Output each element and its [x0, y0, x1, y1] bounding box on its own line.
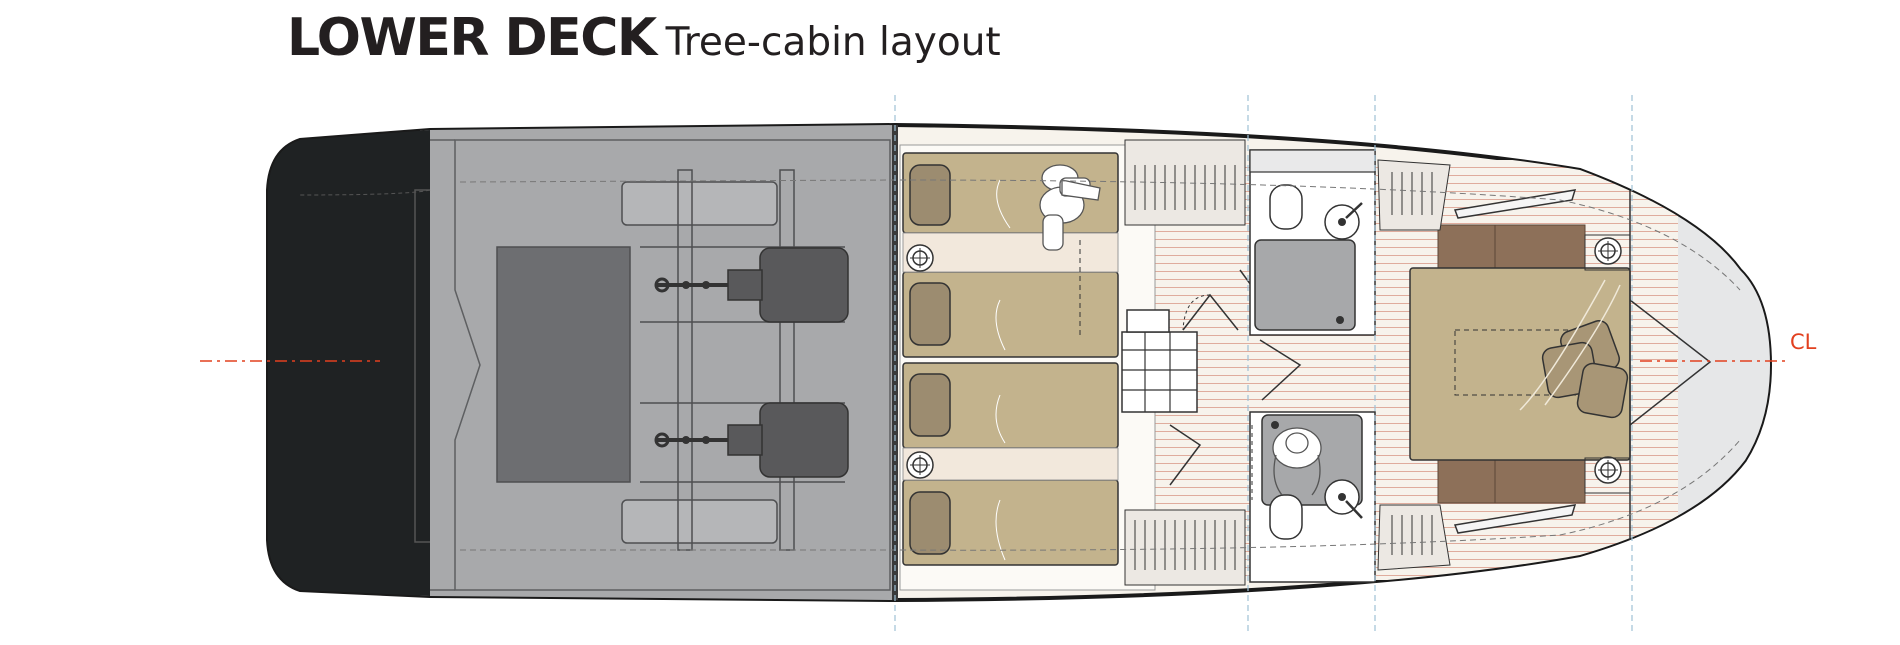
engine-starboard [654, 247, 849, 323]
forward-cabin [1377, 159, 1712, 571]
battery-box-lower [621, 499, 778, 544]
pillow-2 [909, 282, 951, 346]
porthole-bow-lower [1594, 456, 1622, 484]
head-starboard [1249, 149, 1376, 336]
swim-platform [268, 125, 430, 600]
fuel-tank [496, 246, 631, 483]
pillow-1 [909, 164, 951, 226]
battery-box-upper [621, 181, 778, 226]
engine-beds [640, 169, 845, 551]
centerline-label: CL [1790, 330, 1817, 354]
pillow-3 [909, 373, 951, 437]
inner-hull-line [459, 179, 1741, 551]
person-figure-head [1272, 427, 1322, 496]
locker-wood-upper [1437, 224, 1586, 271]
hanging-lockers [1124, 139, 1246, 586]
pillow-4 [909, 491, 951, 555]
porthole-bow-upper [1594, 237, 1622, 265]
layout-subtitle: Tree-cabin layout [665, 20, 1001, 65]
porthole-lower [906, 451, 934, 479]
porthole-upper [906, 244, 934, 272]
aft-cabins [899, 144, 1156, 591]
toilet-port [1269, 494, 1303, 540]
locker-wood-lower [1437, 457, 1586, 504]
engine-room-detail [299, 139, 891, 591]
deck-title: LOWER DECK [287, 8, 657, 68]
engine-port [654, 402, 849, 478]
head-port [1249, 411, 1376, 583]
companionway [1121, 309, 1198, 413]
toilet-starboard [1269, 184, 1303, 230]
companionway-stairs [1121, 331, 1198, 413]
station-lines [894, 95, 1633, 635]
person-figure-aft [1039, 164, 1101, 251]
shower-starboard [1254, 239, 1356, 331]
